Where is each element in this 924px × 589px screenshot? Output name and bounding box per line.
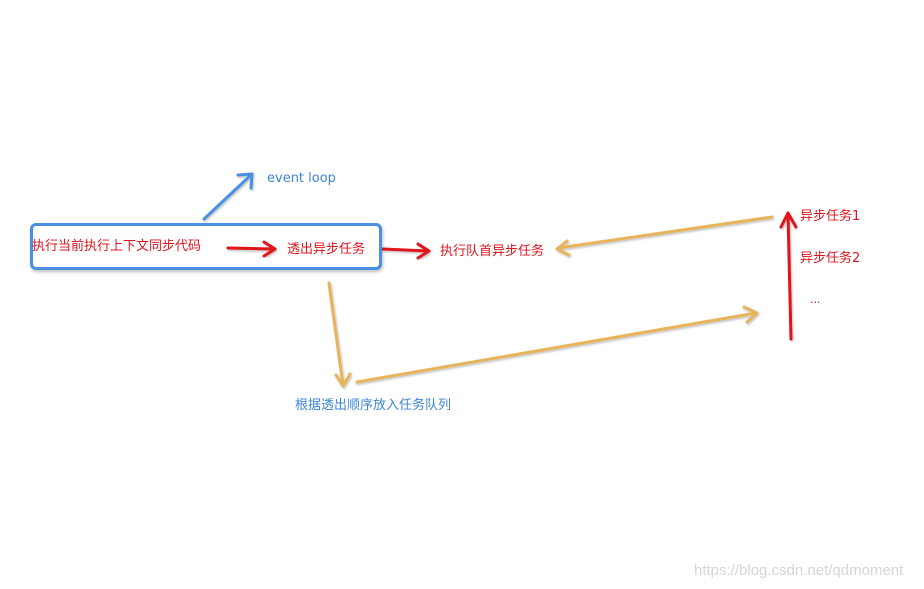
arrow-to-event-loop xyxy=(202,172,254,221)
label-enqueue: 根据透出顺序放入任务队列 xyxy=(295,398,452,413)
arrow-queue-to-exec xyxy=(555,215,774,257)
arrow-emit-to-exec xyxy=(381,242,431,260)
label-event-loop: event loop xyxy=(267,171,336,186)
label-async-task-1: 异步任务1 xyxy=(800,209,861,224)
label-exec-queue-head: 执行队首异步任务 xyxy=(440,244,545,259)
call-stack-box xyxy=(30,223,382,270)
arrow-enqueue-to-queue xyxy=(355,305,759,384)
label-sync-code: 执行当前执行上下文同步代码 xyxy=(32,239,202,254)
arrow-sync-to-emit xyxy=(226,240,277,258)
label-emit-async: 透出异步任务 xyxy=(287,242,366,257)
watermark: https://blog.csdn.net/qdmoment xyxy=(694,562,904,579)
label-ellipsis: ... xyxy=(810,293,821,306)
arrow-emit-to-enqueue xyxy=(327,281,352,388)
arrow-queue-direction xyxy=(779,211,798,341)
label-async-task-2: 异步任务2 xyxy=(800,251,861,266)
